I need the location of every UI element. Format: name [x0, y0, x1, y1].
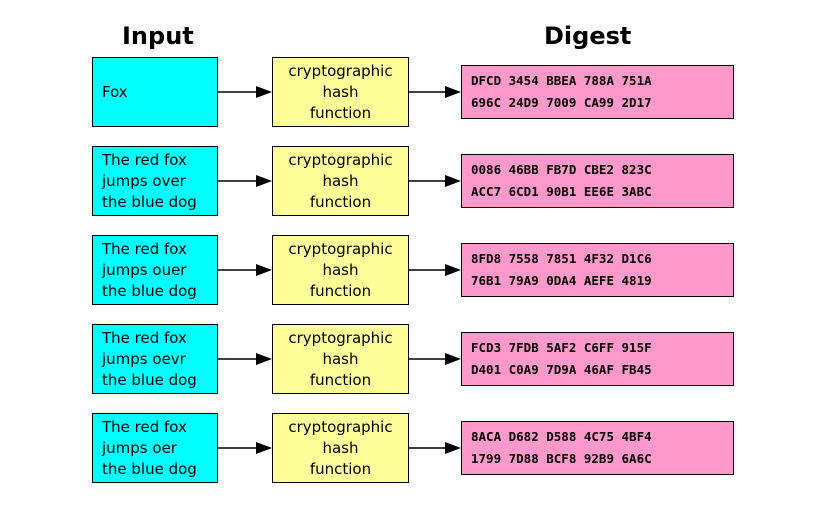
digest-box: FCD3 7FDB 5AF2 C6FF 915F D401 C0A9 7D9A …: [461, 332, 734, 386]
hash-row: The red fox jumps oevr the blue dog cryp…: [0, 324, 830, 394]
arrow-icon: [218, 86, 272, 98]
hash-row: The red fox jumps ouer the blue dog cryp…: [0, 235, 830, 305]
arrow-icon: [409, 86, 461, 98]
hash-function-box: cryptographic hash function: [272, 57, 409, 127]
input-box: The red fox jumps ouer the blue dog: [92, 235, 218, 305]
digest-box: DFCD 3454 BBEA 788A 751A 696C 24D9 7009 …: [461, 65, 734, 119]
input-box: The red fox jumps over the blue dog: [92, 146, 218, 216]
arrow-icon: [218, 264, 272, 276]
hash-row: The red fox jumps oer the blue dog crypt…: [0, 413, 830, 483]
arrow-icon: [409, 175, 461, 187]
arrow-icon: [409, 264, 461, 276]
hash-row: The red fox jumps over the blue dog cryp…: [0, 146, 830, 216]
hash-function-box: cryptographic hash function: [272, 235, 409, 305]
arrow-icon: [409, 353, 461, 365]
input-box: The red fox jumps oer the blue dog: [92, 413, 218, 483]
digest-heading: Digest: [544, 22, 632, 50]
arrow-icon: [218, 353, 272, 365]
hash-function-box: cryptographic hash function: [272, 146, 409, 216]
arrow-icon: [218, 175, 272, 187]
arrow-icon: [218, 442, 272, 454]
hash-function-box: cryptographic hash function: [272, 413, 409, 483]
input-heading: Input: [122, 22, 194, 50]
input-box: Fox: [92, 57, 218, 127]
digest-box: 8FD8 7558 7851 4F32 D1C6 76B1 79A9 0DA4 …: [461, 243, 734, 297]
arrow-icon: [409, 442, 461, 454]
hash-row: Fox cryptographic hash function DFCD 345…: [0, 57, 830, 127]
input-box: The red fox jumps oevr the blue dog: [92, 324, 218, 394]
hash-function-box: cryptographic hash function: [272, 324, 409, 394]
digest-box: 0086 46BB FB7D CBE2 823C ACC7 6CD1 90B1 …: [461, 154, 734, 208]
digest-box: 8ACA D682 D588 4C75 4BF4 1799 7D88 BCF8 …: [461, 421, 734, 475]
